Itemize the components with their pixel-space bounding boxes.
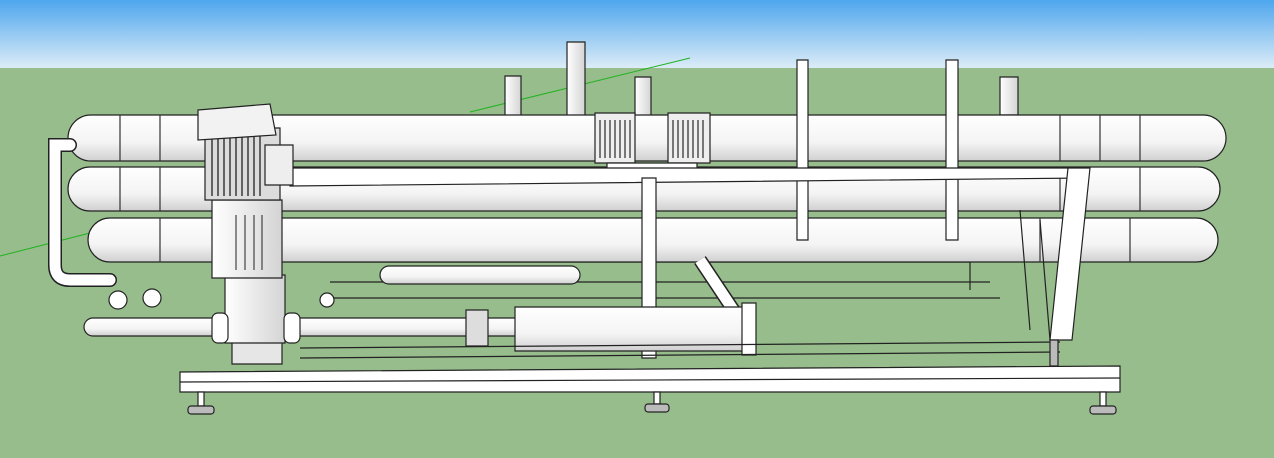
ro-skid-model — [55, 42, 1226, 414]
feed-pipe — [84, 318, 524, 336]
pump-body — [225, 275, 285, 343]
frame-right-post — [1050, 168, 1090, 340]
pressure-gauge — [143, 289, 161, 307]
vent-post — [567, 42, 585, 116]
pump-stage — [212, 200, 282, 278]
green-axis-line — [0, 233, 90, 256]
leveling-feet — [188, 340, 1116, 414]
pump-motor — [198, 104, 300, 364]
vent-post — [1000, 77, 1018, 115]
vessel-strap — [946, 60, 958, 240]
vent-post — [635, 77, 651, 117]
pressure-gauge — [109, 291, 127, 309]
vent-post — [505, 76, 521, 116]
base-frame — [180, 366, 1120, 392]
sky — [0, 0, 1274, 68]
clamp-housing — [668, 113, 710, 163]
cartridge-filter — [515, 307, 750, 351]
vessel-strap — [797, 60, 808, 240]
motor-fan-cover — [198, 104, 276, 140]
pressure-gauge — [320, 293, 334, 307]
